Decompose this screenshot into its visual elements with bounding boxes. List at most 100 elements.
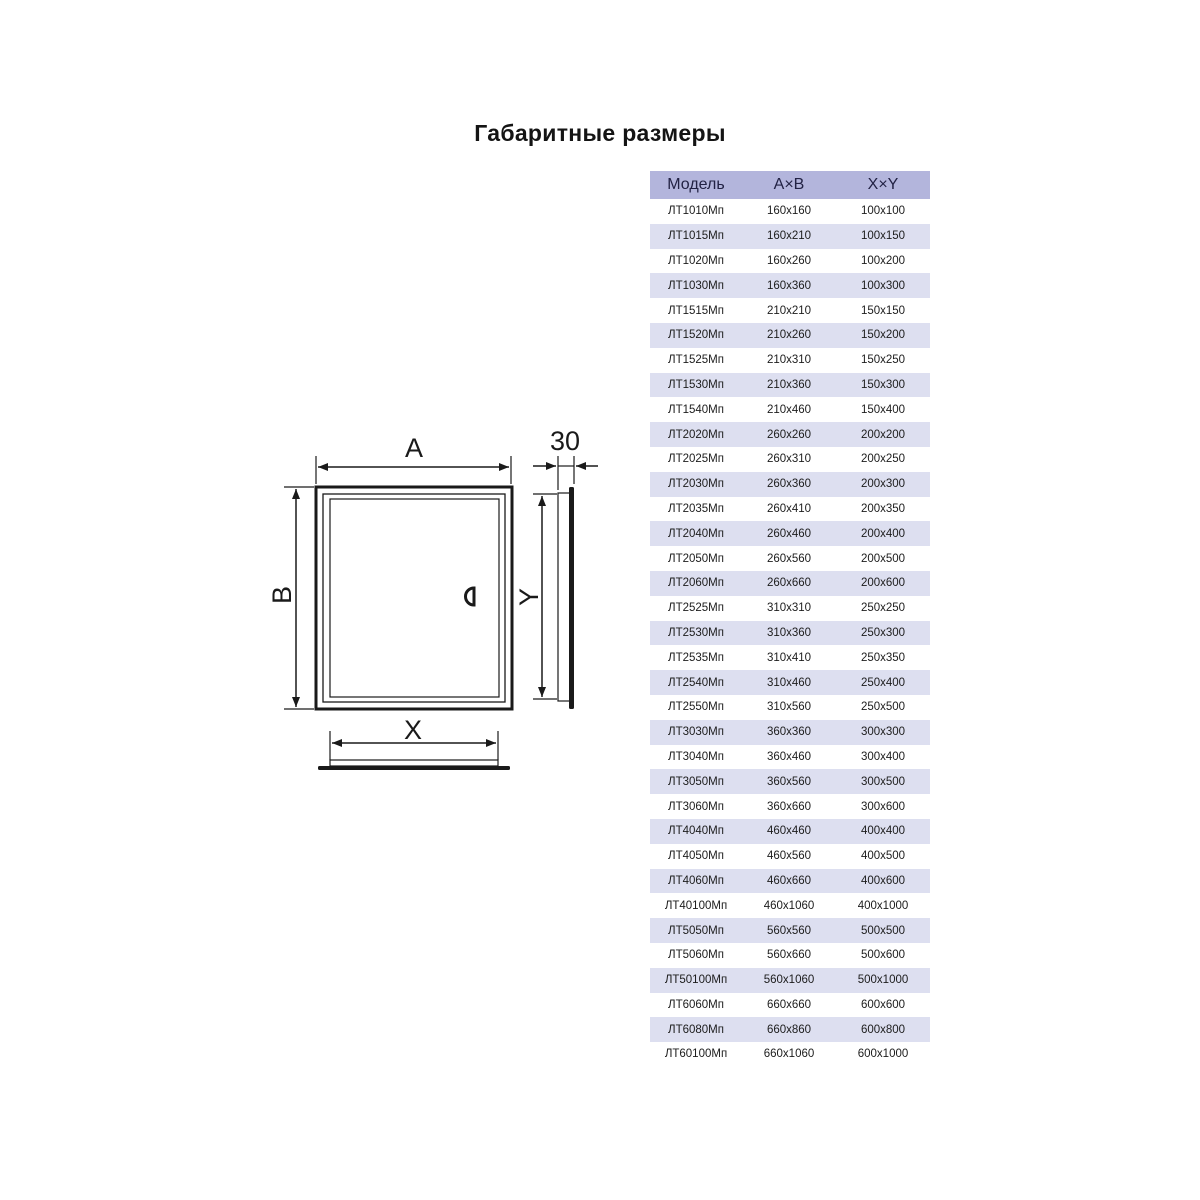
cell-model: ЛТ60100Мп bbox=[650, 1042, 742, 1067]
label-b: B bbox=[267, 586, 297, 604]
side-view bbox=[557, 487, 574, 709]
cell-model: ЛТ6080Мп bbox=[650, 1017, 742, 1043]
cell-ab: 660х660 bbox=[742, 992, 836, 1018]
cell-ab: 460х1060 bbox=[742, 893, 836, 919]
cell-ab: 160х210 bbox=[742, 223, 836, 249]
cell-xy: 300х400 bbox=[836, 744, 930, 770]
cell-model: ЛТ40100Мп bbox=[650, 893, 742, 919]
cell-model: ЛТ2550Мп bbox=[650, 694, 742, 720]
label-x: X bbox=[404, 715, 422, 745]
front-view bbox=[314, 485, 514, 711]
cell-xy: 250х250 bbox=[836, 595, 930, 621]
cell-xy: 100х100 bbox=[836, 199, 930, 224]
cell-model: ЛТ1515Мп bbox=[650, 298, 742, 323]
cell-ab: 560х660 bbox=[742, 942, 836, 968]
cell-ab: 360х560 bbox=[742, 769, 836, 795]
cell-model: ЛТ4050Мп bbox=[650, 843, 742, 869]
cell-xy: 200х250 bbox=[836, 446, 930, 472]
cell-model: ЛТ3050Мп bbox=[650, 769, 742, 795]
header-model: Модель bbox=[650, 171, 742, 199]
cell-ab: 660х860 bbox=[742, 1017, 836, 1043]
cell-xy: 500х500 bbox=[836, 918, 930, 943]
cell-ab: 160х360 bbox=[742, 273, 836, 299]
cell-model: ЛТ1540Мп bbox=[650, 397, 742, 423]
cell-xy: 200х200 bbox=[836, 422, 930, 447]
dimension-y: Y bbox=[514, 493, 557, 700]
cell-ab: 360х360 bbox=[742, 719, 836, 745]
cell-ab: 210х360 bbox=[742, 372, 836, 398]
cell-ab: 260х560 bbox=[742, 546, 836, 571]
cell-xy: 600х1000 bbox=[836, 1042, 930, 1067]
cell-xy: 600х600 bbox=[836, 992, 930, 1018]
cell-ab: 260х360 bbox=[742, 471, 836, 497]
cell-ab: 660х1060 bbox=[742, 1042, 836, 1067]
cell-model: ЛТ2035Мп bbox=[650, 496, 742, 522]
cell-ab: 560х1060 bbox=[742, 967, 836, 993]
cell-model: ЛТ3060Мп bbox=[650, 794, 742, 819]
cell-model: ЛТ2020Мп bbox=[650, 422, 742, 447]
cell-xy: 100х150 bbox=[836, 223, 930, 249]
label-y: Y bbox=[514, 588, 544, 606]
cell-xy: 300х600 bbox=[836, 794, 930, 819]
dimension-x: X bbox=[329, 715, 499, 760]
cell-ab: 460х560 bbox=[742, 843, 836, 869]
cell-model: ЛТ3040Мп bbox=[650, 744, 742, 770]
bottom-view bbox=[318, 759, 510, 770]
cell-ab: 310х360 bbox=[742, 620, 836, 646]
cell-ab: 210х310 bbox=[742, 347, 836, 373]
cell-ab: 310х460 bbox=[742, 670, 836, 695]
cell-xy: 500х600 bbox=[836, 942, 930, 968]
cell-ab: 260х460 bbox=[742, 521, 836, 547]
cell-model: ЛТ2525Мп bbox=[650, 595, 742, 621]
header-xy: X×Y bbox=[836, 171, 930, 199]
cell-model: ЛТ2060Мп bbox=[650, 570, 742, 596]
cell-xy: 200х500 bbox=[836, 546, 930, 571]
cell-xy: 400х1000 bbox=[836, 893, 930, 919]
cell-model: ЛТ1015Мп bbox=[650, 223, 742, 249]
cell-xy: 100х200 bbox=[836, 248, 930, 274]
cell-model: ЛТ5060Мп bbox=[650, 942, 742, 968]
cell-ab: 160х160 bbox=[742, 199, 836, 224]
cell-model: ЛТ2540Мп bbox=[650, 670, 742, 695]
cell-model: ЛТ1020Мп bbox=[650, 248, 742, 274]
cell-xy: 400х400 bbox=[836, 818, 930, 844]
cell-xy: 200х350 bbox=[836, 496, 930, 522]
cell-model: ЛТ1530Мп bbox=[650, 372, 742, 398]
cell-xy: 150х150 bbox=[836, 298, 930, 323]
cell-ab: 160х260 bbox=[742, 248, 836, 274]
cell-xy: 300х300 bbox=[836, 719, 930, 745]
cell-model: ЛТ2030Мп bbox=[650, 471, 742, 497]
cell-ab: 460х660 bbox=[742, 868, 836, 894]
cell-ab: 210х460 bbox=[742, 397, 836, 423]
cell-ab: 310х310 bbox=[742, 595, 836, 621]
cell-xy: 400х500 bbox=[836, 843, 930, 869]
cell-xy: 250х500 bbox=[836, 694, 930, 720]
cell-xy: 300х500 bbox=[836, 769, 930, 795]
cell-model: ЛТ2040Мп bbox=[650, 521, 742, 547]
cell-model: ЛТ4040Мп bbox=[650, 818, 742, 844]
dimension-depth: 30 bbox=[533, 426, 598, 490]
